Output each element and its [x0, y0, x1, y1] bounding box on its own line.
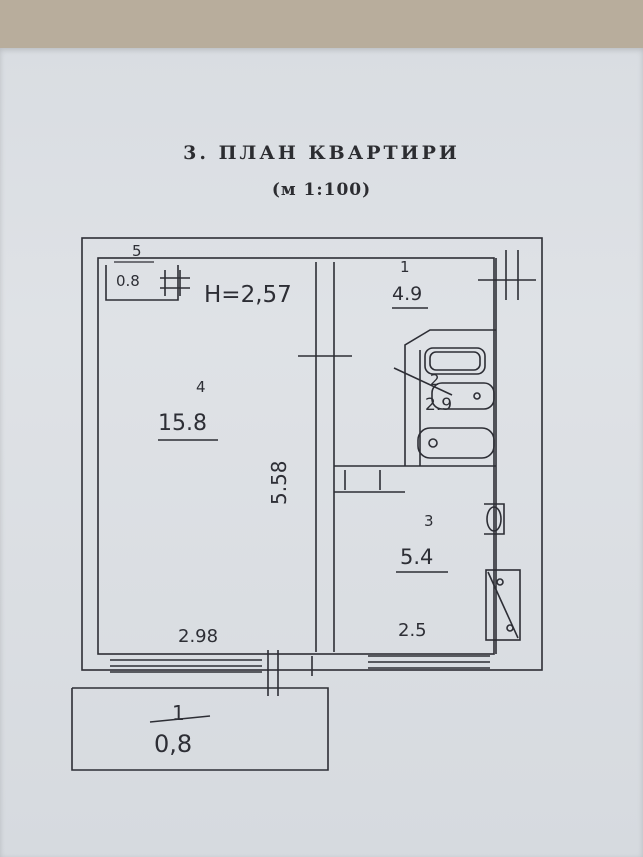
paper-sheet [0, 48, 643, 857]
balcony-area: 0,8 [154, 730, 192, 758]
room5-number: 5 [132, 242, 142, 260]
closet-outline [105, 265, 179, 301]
window-right [368, 655, 490, 669]
washbasin-icon [417, 427, 495, 459]
room3-width-dim: 2.5 [398, 620, 427, 641]
room3-area: 5.4 [400, 545, 433, 569]
balcony-number: 1 [172, 701, 185, 725]
room1-number: 1 [400, 258, 410, 276]
page-title: 3. ПЛАН КВАРТИРИ [183, 142, 460, 164]
room3-number: 3 [424, 512, 434, 530]
ceiling-height: H=2,57 [204, 282, 292, 308]
toilet-icon [484, 503, 505, 535]
stove-icon [485, 569, 521, 641]
room2-area: 2.9 [425, 395, 452, 415]
room2-number: 2 [430, 371, 440, 389]
balcony [71, 687, 329, 771]
outer-wall [81, 237, 543, 671]
inner-wall-line [97, 257, 495, 655]
room5-area: 0.8 [116, 272, 140, 290]
room4-number: 4 [196, 378, 206, 396]
bathtub-icon [424, 347, 486, 375]
room4-width-dim: 2.98 [178, 626, 218, 647]
sink-icon [431, 382, 495, 410]
room4-length-dim: 5.58 [267, 460, 291, 505]
room4-area: 15.8 [158, 411, 207, 436]
scale-label: (м 1:100) [271, 180, 372, 200]
bathroom-wall [404, 329, 496, 466]
room1-area: 4.9 [392, 283, 422, 305]
window-left [110, 659, 262, 673]
